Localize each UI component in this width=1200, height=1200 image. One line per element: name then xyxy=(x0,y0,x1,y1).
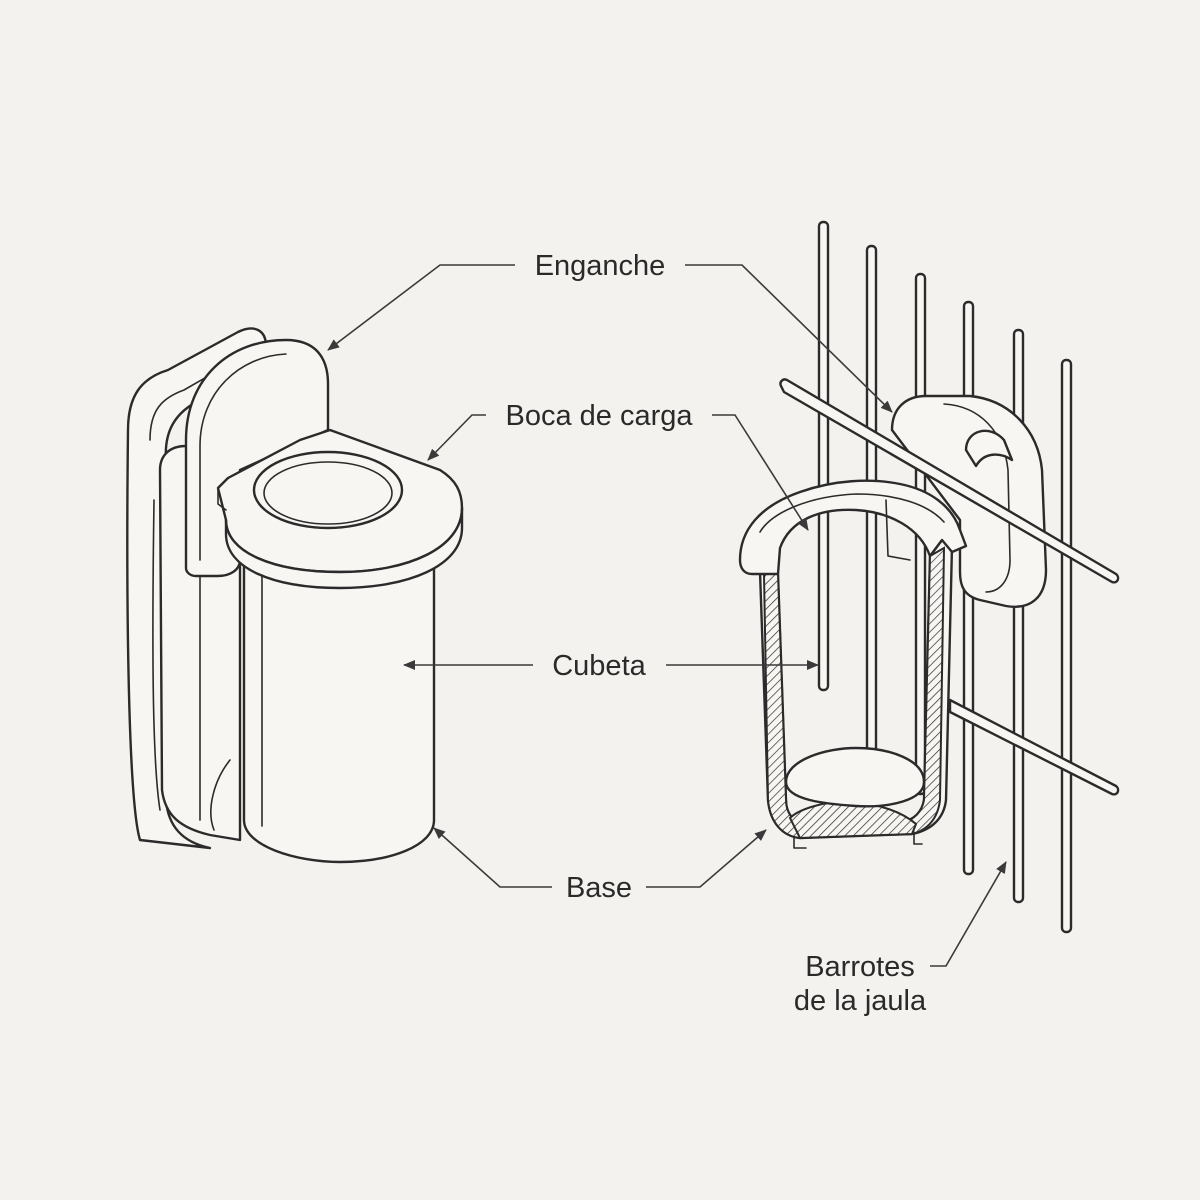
leader-base-right xyxy=(646,829,767,888)
cutaway-lid xyxy=(738,479,968,576)
label-barrotes-line2: de la jaula xyxy=(794,985,927,1017)
cubeta-cylinder xyxy=(242,528,436,864)
leader-barrotes xyxy=(930,861,1007,967)
leader-boca-right xyxy=(712,414,809,531)
cutaway-foot-left xyxy=(793,837,807,849)
cutaway-lid-inner-edge xyxy=(759,493,945,533)
cutaway-base-section xyxy=(788,800,918,840)
cutaway-inner-floor xyxy=(784,746,926,808)
leader-base-left xyxy=(433,827,552,888)
loading-mouth xyxy=(252,450,404,530)
lid-clip xyxy=(217,487,227,511)
label-enganche: Enganche xyxy=(535,250,666,282)
cutaway-mouth-edge xyxy=(885,499,911,561)
leader-enganche-left xyxy=(327,264,515,351)
labels: Enganche Boca de carga Cubeta Base Barro… xyxy=(505,250,926,1017)
cutaway-left-wall-section xyxy=(762,573,808,840)
hook-plate xyxy=(184,338,330,578)
label-base: Base xyxy=(566,872,632,904)
loading-mouth-inner xyxy=(263,461,393,525)
feeder-exterior xyxy=(126,327,464,864)
leader-enganche-right xyxy=(685,264,893,413)
cutaway-foot-right xyxy=(913,831,923,845)
cage-bar-6 xyxy=(1060,358,1073,934)
hook-loop-inner xyxy=(149,351,251,441)
leader-lines xyxy=(327,264,1007,967)
cage-crossbar-top xyxy=(779,378,1120,584)
hook-side-line xyxy=(152,499,161,811)
cutaway-hook-inner xyxy=(943,403,1011,593)
label-boca-de-carga: Boca de carga xyxy=(505,400,693,432)
cage-bar-1 xyxy=(817,220,830,692)
label-barrotes-line1: Barrotes xyxy=(805,951,915,983)
cage-crossbar-bottom xyxy=(948,698,1120,796)
feeder-cutaway xyxy=(738,394,1048,849)
label-cubeta: Cubeta xyxy=(552,650,646,682)
hook-plate-inner-edge xyxy=(199,353,287,561)
lid-rim xyxy=(224,506,464,590)
shell-curve xyxy=(210,759,231,831)
cutaway-hook-loop xyxy=(964,429,1014,468)
leader-boca-left xyxy=(427,414,486,461)
cage-crossbars xyxy=(779,378,1120,796)
